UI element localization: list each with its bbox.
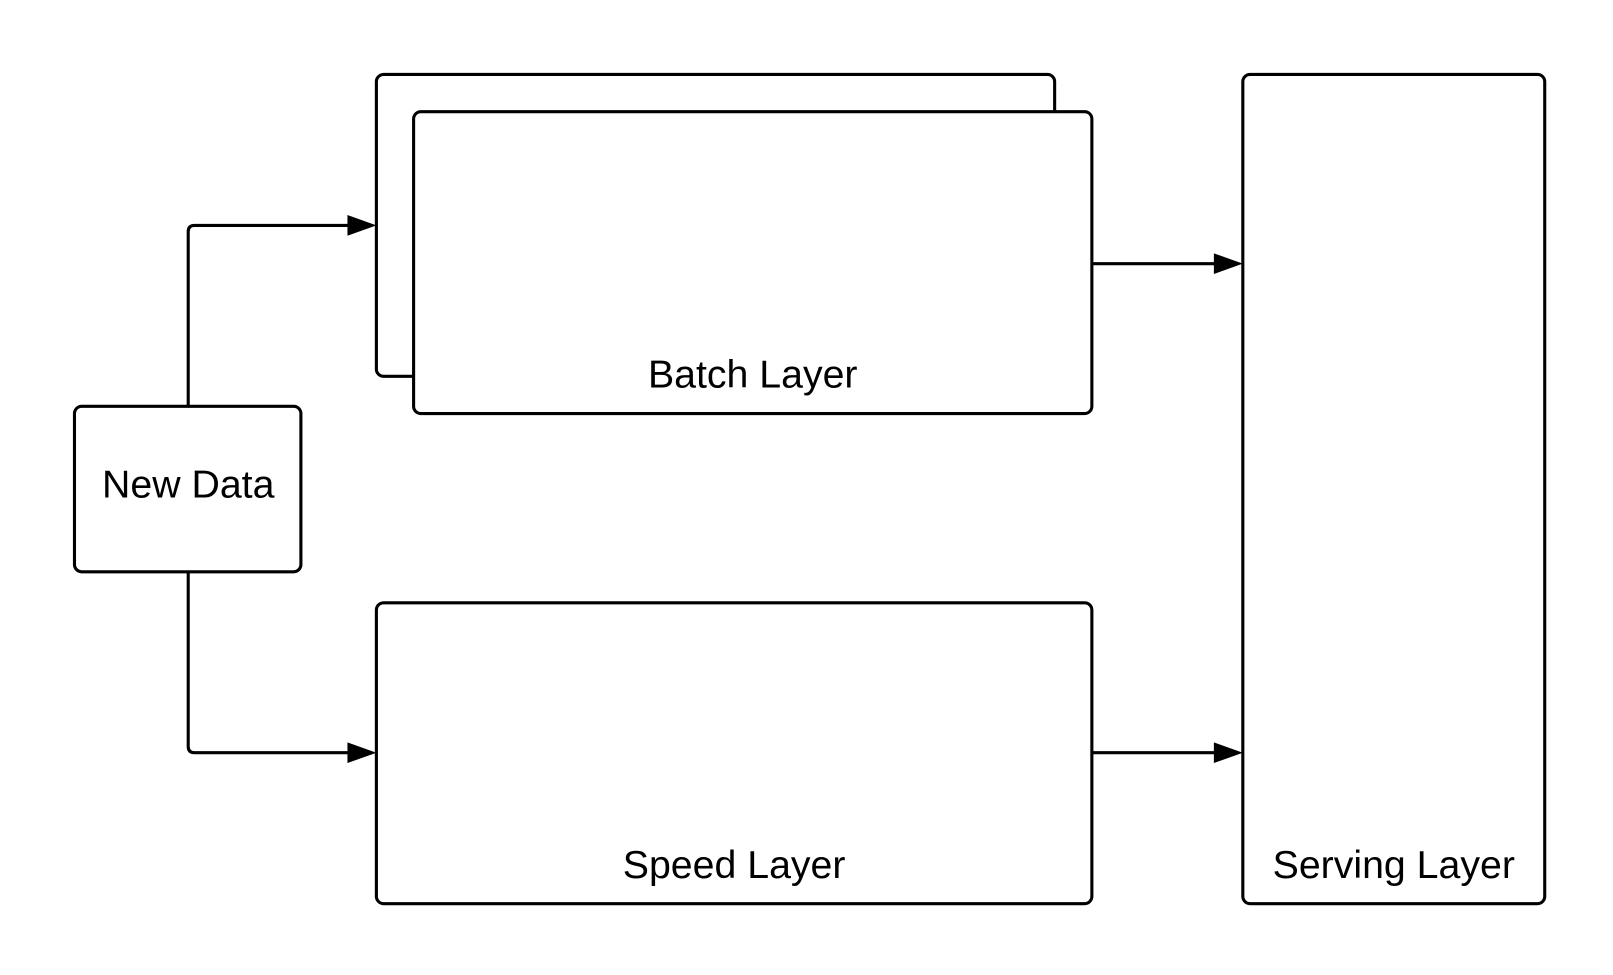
node-serving-layer: Serving Layer — [1241, 72, 1547, 906]
node-label-batch-layer: Batch Layer — [648, 353, 858, 397]
arrowhead-icon — [1213, 253, 1243, 274]
edge-speed-to-serving — [1091, 742, 1243, 764]
node-new-data: New Data — [72, 404, 303, 574]
node-label-serving-layer: Serving Layer — [1273, 843, 1515, 887]
edge-new-data-to-speed — [186, 571, 377, 764]
edge-batch-to-serving — [1091, 253, 1243, 274]
edge-new-data-to-batch — [186, 215, 377, 407]
node-speed-layer: Speed Layer — [374, 601, 1094, 906]
node-label-new-data: New Data — [102, 462, 275, 506]
batch-layer-front-card — [412, 110, 1094, 416]
arrowhead-icon — [347, 742, 377, 764]
node-batch-layer: Batch Layer — [374, 72, 1094, 416]
node-label-speed-layer: Speed Layer — [623, 843, 846, 887]
arrowhead-icon — [347, 215, 377, 236]
arrowhead-icon — [1213, 742, 1243, 764]
